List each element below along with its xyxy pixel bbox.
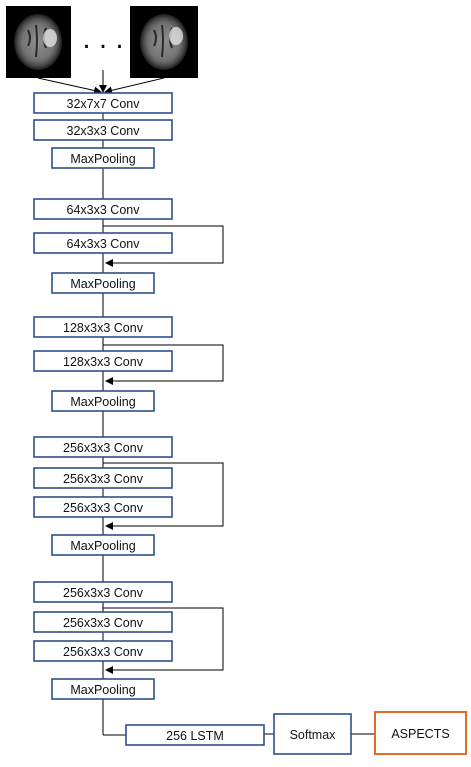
layer-box bbox=[51, 147, 155, 169]
layer-conv9: 256x3x3 Conv bbox=[33, 496, 173, 518]
layer-conv7: 256x3x3 Conv bbox=[33, 436, 173, 458]
head-box bbox=[125, 724, 265, 746]
layer-label: MaxPooling bbox=[70, 683, 135, 697]
head-softmax: Softmax bbox=[273, 713, 352, 755]
layer-pool1: MaxPooling bbox=[51, 147, 155, 169]
layer-pool3: MaxPooling bbox=[51, 390, 155, 412]
layer-box bbox=[33, 496, 173, 518]
head-label: Softmax bbox=[290, 728, 337, 742]
layer-box bbox=[33, 467, 173, 489]
layer-box bbox=[33, 198, 173, 220]
layer-label: MaxPooling bbox=[70, 277, 135, 291]
layer-label: 256x3x3 Conv bbox=[63, 501, 144, 515]
layer-conv5: 128x3x3 Conv bbox=[33, 316, 173, 338]
layer-label: 128x3x3 Conv bbox=[63, 355, 144, 369]
layer-box bbox=[33, 119, 173, 141]
input-arrow-left bbox=[37, 77, 102, 95]
head-box bbox=[273, 713, 352, 755]
skip-connection-256a bbox=[103, 462, 224, 530]
layer-pool2: MaxPooling bbox=[51, 272, 155, 294]
head-output: ASPECTS bbox=[374, 711, 467, 755]
input-scan-last bbox=[130, 6, 198, 78]
layer-label: 32x7x7 Conv bbox=[67, 97, 141, 111]
input-arrow-right bbox=[104, 77, 165, 95]
input-scan-first bbox=[6, 6, 71, 78]
head-box bbox=[374, 711, 467, 755]
layer-box bbox=[33, 581, 173, 603]
layer-conv8: 256x3x3 Conv bbox=[33, 467, 173, 489]
head-lstm: 256 LSTM bbox=[125, 724, 265, 746]
layer-label: 256x3x3 Conv bbox=[63, 472, 144, 486]
layer-conv4: 64x3x3 Conv bbox=[33, 232, 173, 254]
input-ellipsis: . . . bbox=[82, 25, 123, 55]
layer-label: MaxPooling bbox=[70, 539, 135, 553]
layer-label: MaxPooling bbox=[70, 152, 135, 166]
layer-box bbox=[33, 350, 173, 372]
layer-label: 256x3x3 Conv bbox=[63, 616, 144, 630]
layer-box bbox=[51, 678, 155, 700]
layer-label: 256x3x3 Conv bbox=[63, 645, 144, 659]
layer-box bbox=[33, 92, 173, 114]
layer-conv10: 256x3x3 Conv bbox=[33, 581, 173, 603]
head-label: ASPECTS bbox=[391, 727, 449, 741]
layer-conv11: 256x3x3 Conv bbox=[33, 611, 173, 633]
skip-connection-256b bbox=[103, 607, 224, 674]
layer-label: 32x3x3 Conv bbox=[67, 124, 141, 138]
head-label: 256 LSTM bbox=[166, 729, 224, 743]
layer-pool4: MaxPooling bbox=[51, 534, 155, 556]
layer-conv2: 32x3x3 Conv bbox=[33, 119, 173, 141]
layer-label: 64x3x3 Conv bbox=[67, 203, 141, 217]
layer-conv12: 256x3x3 Conv bbox=[33, 640, 173, 662]
classifier-head: 256 LSTM Softmax ASPECTS bbox=[125, 711, 467, 755]
layer-conv1: 32x7x7 Conv bbox=[33, 92, 173, 114]
layer-label: 256x3x3 Conv bbox=[63, 586, 144, 600]
layer-box bbox=[51, 390, 155, 412]
layer-box bbox=[33, 436, 173, 458]
layer-conv6: 128x3x3 Conv bbox=[33, 350, 173, 372]
layer-conv3: 64x3x3 Conv bbox=[33, 198, 173, 220]
layer-box bbox=[33, 316, 173, 338]
skip-connection-128 bbox=[103, 344, 224, 385]
layer-label: 128x3x3 Conv bbox=[63, 321, 144, 335]
layer-label: 256x3x3 Conv bbox=[63, 441, 144, 455]
layer-box bbox=[33, 640, 173, 662]
layer-pool5: MaxPooling bbox=[51, 678, 155, 700]
layer-box bbox=[33, 611, 173, 633]
skip-connection-64 bbox=[103, 225, 224, 267]
layer-label: MaxPooling bbox=[70, 395, 135, 409]
layer-box bbox=[51, 272, 155, 294]
layer-box bbox=[51, 534, 155, 556]
layer-label: 64x3x3 Conv bbox=[67, 237, 141, 251]
layer-box bbox=[33, 232, 173, 254]
